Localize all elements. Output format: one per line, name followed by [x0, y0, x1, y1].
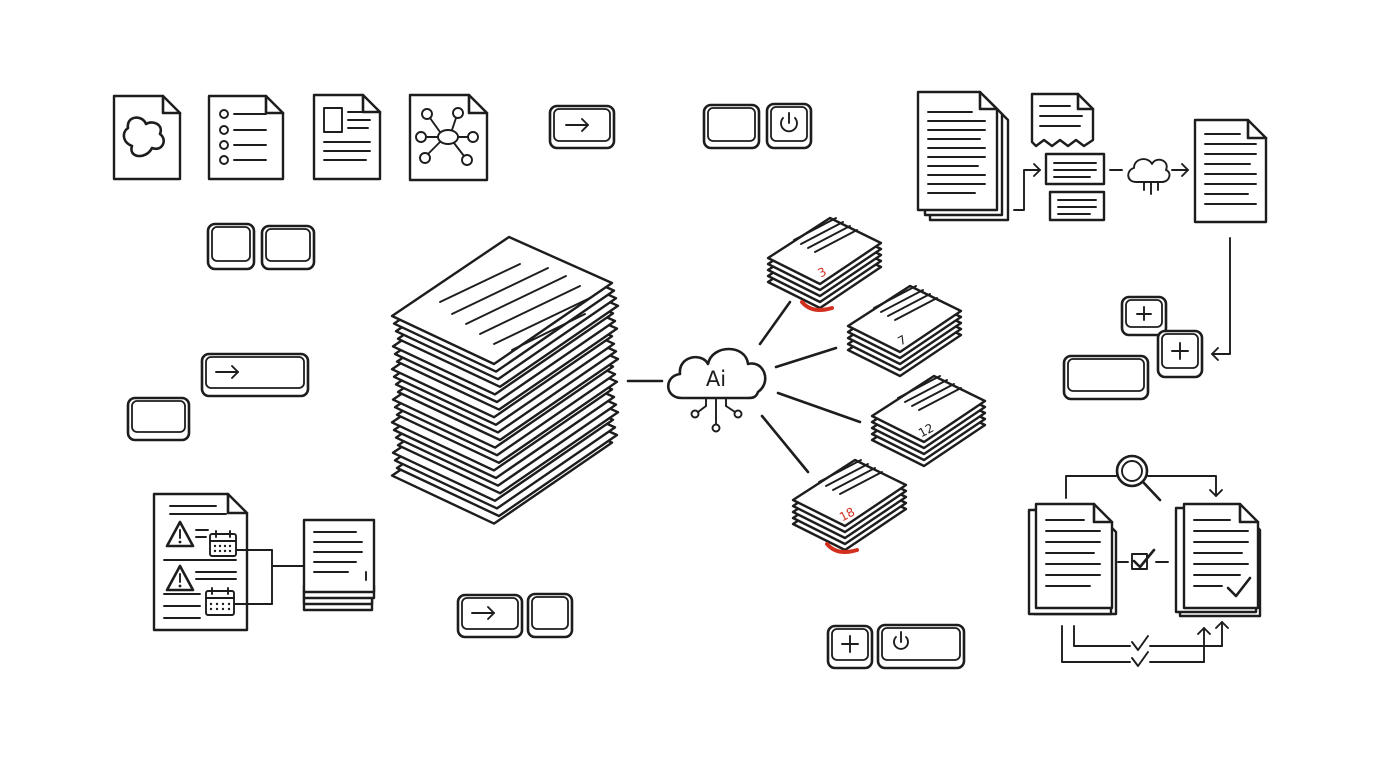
blank-key [1062, 354, 1150, 401]
arrow-connector [1211, 237, 1231, 361]
layout-document-icon [312, 93, 382, 181]
text-line [465, 275, 567, 325]
merge-workflow [916, 90, 1268, 361]
text-line [800, 221, 844, 245]
page-number: 12 [916, 421, 936, 441]
cloud-icon [1127, 158, 1171, 195]
text-line [439, 263, 521, 303]
blank-key [206, 222, 256, 271]
multi-page-document-icon [916, 90, 1010, 222]
split-document-stacks: 37 12 18 [766, 216, 987, 554]
text-line [511, 313, 586, 351]
text-line [873, 285, 917, 309]
text-line [818, 459, 862, 483]
plus-icon [841, 635, 859, 653]
checkmark-icon [1226, 576, 1252, 598]
text-line [814, 229, 858, 253]
image-document-icon [112, 94, 182, 181]
text-line [793, 217, 837, 241]
split-stack: 12 [870, 374, 987, 468]
blank-key [260, 224, 316, 271]
plus-key [1156, 329, 1204, 379]
section-card [1044, 152, 1106, 186]
text-line [918, 387, 962, 411]
torn-document-icon [1030, 92, 1095, 148]
arrow-connector [1013, 163, 1189, 211]
highlight-mark [825, 542, 859, 554]
plus-key [1120, 295, 1168, 337]
warning-icon [165, 564, 195, 592]
arrow-key [200, 352, 310, 398]
text-line [894, 297, 938, 321]
ai-label: Ai [706, 367, 726, 391]
arrow-right-icon [565, 118, 589, 132]
text-line [880, 289, 924, 313]
power-icon [893, 631, 909, 650]
bracket-connector [233, 549, 305, 605]
warning-icon [165, 520, 195, 548]
document-stack [390, 235, 620, 525]
power-key [876, 623, 966, 670]
checkmark-icon [1131, 651, 1149, 667]
blank-key [126, 396, 191, 442]
text-line [904, 379, 948, 403]
list-document-icon [207, 94, 285, 181]
checkbox-icon [1131, 548, 1156, 570]
blank-key [526, 592, 574, 639]
text-line [832, 467, 876, 491]
split-stack: 3 [766, 216, 883, 312]
arrow-key [548, 104, 616, 150]
arrow-right-icon [471, 606, 495, 620]
cloud-ai-icon: Ai [626, 347, 767, 433]
network-document-icon [408, 93, 489, 182]
text-line [839, 471, 883, 495]
calendar-icon [205, 587, 235, 616]
page-number: 18 [837, 505, 857, 525]
plus-icon [1171, 342, 1189, 360]
text-line [493, 297, 591, 345]
compare-workflow [1027, 454, 1262, 667]
target-document-stack [1174, 502, 1262, 618]
connector-lines [758, 300, 862, 474]
text-line [911, 383, 955, 407]
highlight-mark [800, 300, 834, 312]
text-line [451, 267, 549, 315]
flow-arrows [1061, 475, 1229, 663]
magnifier-icon [1115, 454, 1162, 502]
deadline-document [152, 492, 376, 632]
result-document-icon [1193, 118, 1268, 224]
split-stack: 18 [791, 458, 908, 554]
text-line [897, 375, 941, 399]
summary-stack [302, 518, 376, 612]
arrow-right-icon [215, 365, 239, 379]
plus-icon [1136, 306, 1152, 321]
arrow-key [456, 593, 524, 639]
calendar-icon [209, 530, 237, 557]
blank-key [702, 103, 761, 150]
split-stack: 7 [846, 284, 963, 378]
plus-key [826, 624, 874, 670]
section-card [1048, 190, 1106, 222]
text-line [807, 225, 851, 249]
checkmark-icon [1131, 635, 1149, 651]
text-line [479, 285, 581, 335]
text-line [887, 293, 931, 317]
power-icon [780, 112, 798, 133]
source-document-stack [1027, 502, 1118, 616]
power-key [765, 102, 813, 150]
paper-sheet [390, 235, 614, 366]
text-line [825, 463, 869, 487]
